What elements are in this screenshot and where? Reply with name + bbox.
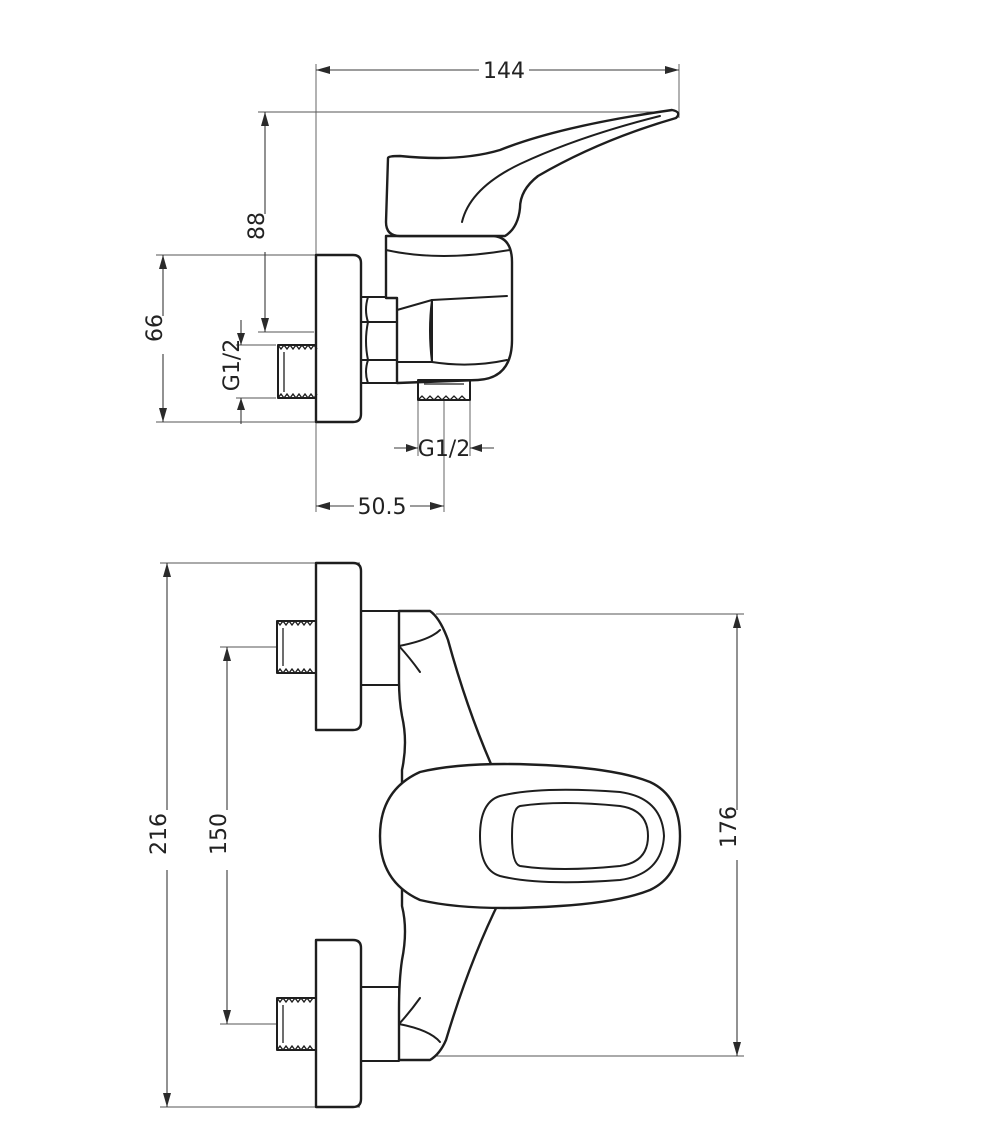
dim-body-height: 176 [717, 614, 742, 1056]
lower-connection-front [276, 938, 400, 1109]
hex-connector-side [360, 296, 398, 384]
dim-front-overall-height: 216 [147, 563, 172, 1107]
dim-label-88: 88 [245, 212, 270, 240]
dim-label-150: 150 [207, 813, 232, 855]
lever-handle-side [384, 108, 680, 238]
dim-outlet-thread: G1/2 [394, 437, 494, 462]
front-view: 216 150 176 [147, 561, 744, 1109]
dim-center-distance: 150 [207, 647, 232, 1024]
dim-inlet-thread: G1/2 [220, 320, 245, 424]
outlet-pipe-side [417, 379, 471, 401]
dim-outlet-offset: 50.5 [316, 495, 444, 520]
dim-label-outlet-thread: G1/2 [418, 437, 470, 462]
dim-overall-length: 144 [316, 59, 679, 84]
upper-connection-front [276, 561, 400, 732]
valve-body-side [384, 234, 514, 385]
lever-front [378, 762, 682, 910]
dim-overall-height: 88 [245, 112, 270, 332]
dim-label-216: 216 [147, 813, 172, 855]
dim-flange-height: 66 [143, 255, 168, 422]
dim-label-144: 144 [483, 59, 525, 84]
dim-label-inlet-thread: G1/2 [220, 339, 245, 391]
dim-label-176: 176 [717, 806, 742, 848]
dim-label-50-5: 50.5 [358, 495, 407, 520]
side-view: 144 88 66 G1/2 [143, 59, 680, 520]
dim-label-66: 66 [143, 314, 168, 342]
wall-flange-side [314, 253, 363, 424]
inlet-pipe-side [277, 343, 318, 400]
